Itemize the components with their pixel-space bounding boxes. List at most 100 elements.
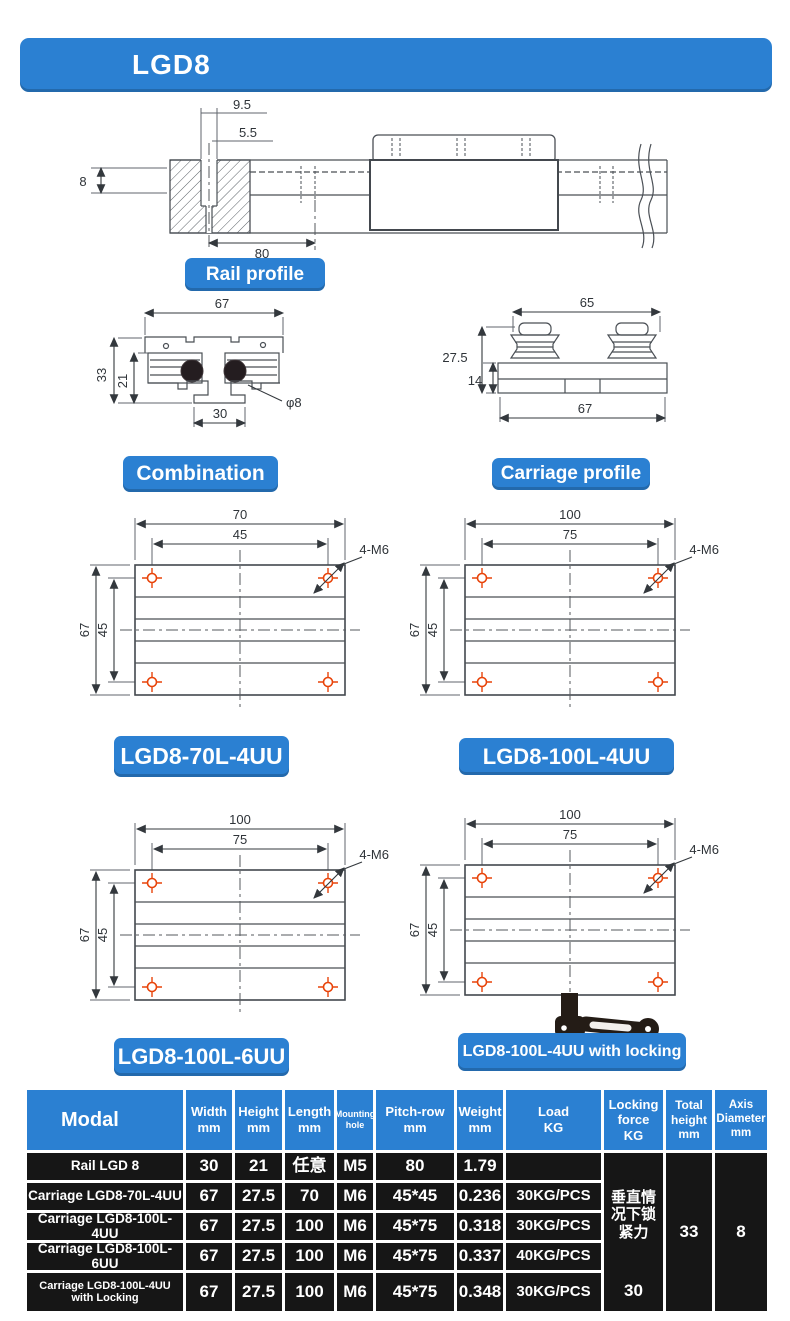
caption-plate-70l-4uu: LGD8-70L-4UU	[114, 736, 289, 777]
table-cell: 27.5	[235, 1183, 282, 1210]
table-row-model: Carriage LGD8-100L-4UU	[27, 1211, 183, 1240]
dim-label: 45	[425, 923, 440, 937]
thread-callout: 4-M6	[359, 847, 389, 862]
dim-label: 67	[215, 296, 229, 311]
dim-label: 45	[95, 928, 110, 942]
mounting-hole	[472, 868, 492, 888]
plate-drawing-100l-6uu: 100 75 67 45 4-M6	[77, 812, 389, 1015]
carriage-profile-drawing: 65 27.5 14 67	[442, 295, 668, 423]
table-cell	[506, 1153, 601, 1180]
table-cell: 67	[186, 1273, 232, 1311]
table-cell: 80	[376, 1153, 454, 1180]
table-cell: 30KG/PCS	[506, 1213, 601, 1240]
table-cell: 30KG/PCS	[506, 1183, 601, 1210]
caption-plate-100l-6uu: LGD8-100L-6UU	[114, 1038, 289, 1076]
dim-label: 21	[115, 374, 130, 388]
mounting-hole	[318, 977, 338, 997]
dim-label: 67	[578, 401, 592, 416]
table-cell: 0.318	[457, 1213, 503, 1240]
mounting-hole	[142, 672, 162, 692]
table-row-model: Carriage LGD8-70L-4UU	[27, 1183, 183, 1210]
table-cell: 27.5	[235, 1273, 282, 1311]
table-cell: M6	[337, 1213, 373, 1240]
table-cell: 30KG/PCS	[506, 1273, 601, 1311]
table-row-model: Carriage LGD8-100L-6UU	[27, 1241, 183, 1270]
combination-drawing: 67 33 21 30 φ8	[94, 296, 302, 428]
table-cell: 100	[285, 1213, 334, 1240]
col-header-modal: Modal	[27, 1090, 183, 1150]
dim-label: 45	[95, 623, 110, 637]
cell-locking-force: 垂直情况下锁紧力 30	[604, 1153, 663, 1311]
header-bar: LGD8	[20, 38, 772, 92]
table-cell: 40KG/PCS	[506, 1243, 601, 1270]
dim-label: 67	[407, 623, 422, 637]
table-cell: 任意	[285, 1153, 334, 1180]
mounting-hole	[648, 972, 668, 992]
table-row-model: Rail LGD 8	[27, 1153, 183, 1180]
table-cell: 45*45	[376, 1183, 454, 1210]
dim-label: 30	[213, 406, 227, 421]
table-cell: 67	[186, 1183, 232, 1210]
dim-label: 14	[468, 373, 482, 388]
dim-label: 8	[79, 174, 86, 189]
table-cell: 70	[285, 1183, 334, 1210]
mounting-hole	[472, 568, 492, 588]
caption-rail-profile: Rail profile	[185, 258, 325, 291]
table-cell: 45*75	[376, 1213, 454, 1240]
dim-label: 75	[563, 827, 577, 842]
locking-lever	[555, 993, 659, 1040]
mounting-hole	[142, 873, 162, 893]
dim-label: φ8	[286, 395, 302, 410]
thread-callout: 4-M6	[359, 542, 389, 557]
table-cell: M5	[337, 1153, 373, 1180]
dim-label: 67	[407, 923, 422, 937]
table-cell: 45*75	[376, 1273, 454, 1311]
caption-combination: Combination	[123, 456, 278, 492]
dim-label: 100	[559, 807, 581, 822]
mounting-hole	[472, 672, 492, 692]
table-cell: 67	[186, 1243, 232, 1270]
plate-drawing-100l-4uu-locking: 100 75 67 45 4-M6	[407, 807, 719, 1040]
table-cell: 100	[285, 1273, 334, 1311]
cell-axis-diameter: 8	[715, 1153, 767, 1311]
mounting-hole	[648, 672, 668, 692]
table-cell: 0.236	[457, 1183, 503, 1210]
caption-plate-100l-4uu: LGD8-100L-4UU	[459, 738, 674, 775]
dim-label: 65	[580, 295, 594, 310]
dim-label: 45	[425, 623, 440, 637]
plate-drawing-70l-4uu: 70 45 67 45 4-M6	[77, 507, 389, 710]
caption-plate-100l-4uu-locking: LGD8-100L-4UU with locking	[458, 1033, 686, 1071]
table-cell: 100	[285, 1243, 334, 1270]
caption-carriage-profile: Carriage profile	[492, 458, 650, 490]
mounting-hole	[142, 977, 162, 997]
mounting-hole	[142, 568, 162, 588]
dim-label: 100	[229, 812, 251, 827]
dim-label: 70	[233, 507, 247, 522]
dim-label: 5.5	[239, 125, 257, 140]
page-title: LGD8	[132, 49, 211, 80]
dim-label: 67	[77, 928, 92, 942]
table-cell: 1.79	[457, 1153, 503, 1180]
table-cell: M6	[337, 1243, 373, 1270]
table-cell: 0.348	[457, 1273, 503, 1311]
mounting-hole	[318, 672, 338, 692]
dim-label: 9.5	[233, 97, 251, 112]
dim-label: 27.5	[442, 350, 467, 365]
table-cell: 30	[186, 1153, 232, 1180]
dim-label: 33	[94, 368, 109, 382]
cell-total-height: 33	[666, 1153, 712, 1311]
dim-label: 100	[559, 507, 581, 522]
locking-force-value: 30	[624, 1281, 643, 1301]
thread-callout: 4-M6	[689, 842, 719, 857]
dim-label: 75	[563, 527, 577, 542]
